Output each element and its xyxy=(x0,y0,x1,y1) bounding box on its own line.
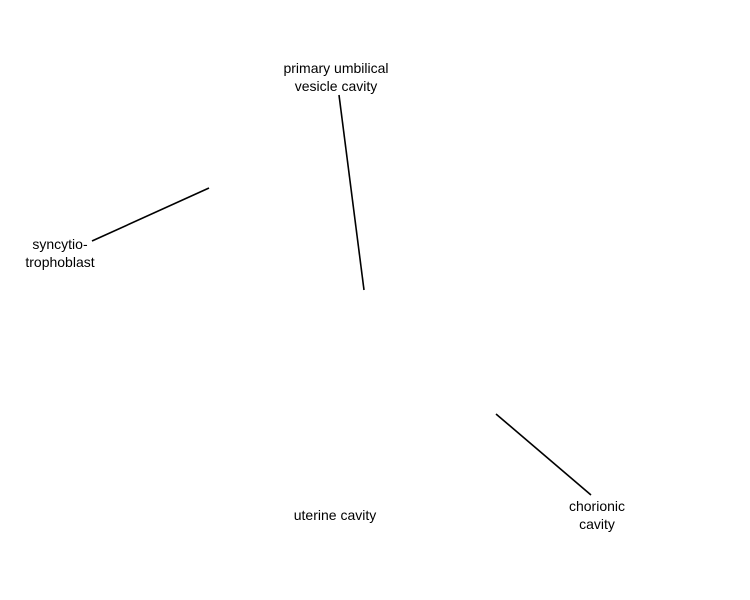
label-primary-umbilical-vesicle-cavity: primary umbilical vesicle cavity xyxy=(276,59,396,95)
label-chorionic-cavity: chorionic cavity xyxy=(558,497,636,533)
leader-line-primary-umbilical-vesicle-cavity xyxy=(338,94,365,291)
label-primary-umbilical-vesicle-cavity-line2: vesicle cavity xyxy=(294,78,378,94)
label-uterine-cavity: uterine cavity xyxy=(281,506,389,524)
label-chorionic-cavity-line2: cavity xyxy=(579,516,615,532)
leader-line-syncytiotrophoblast xyxy=(91,187,210,242)
label-syncytiotrophoblast: syncytio- trophoblast xyxy=(16,235,104,271)
label-primary-umbilical-vesicle-cavity-line1: primary umbilical xyxy=(283,60,389,76)
label-chorionic-cavity-line1: chorionic xyxy=(568,498,626,514)
leader-line-chorionic-cavity xyxy=(495,413,592,496)
label-syncytiotrophoblast-line1: syncytio- xyxy=(32,236,88,252)
label-uterine-cavity-text: uterine cavity xyxy=(293,507,377,523)
label-syncytiotrophoblast-line2: trophoblast xyxy=(25,254,95,270)
